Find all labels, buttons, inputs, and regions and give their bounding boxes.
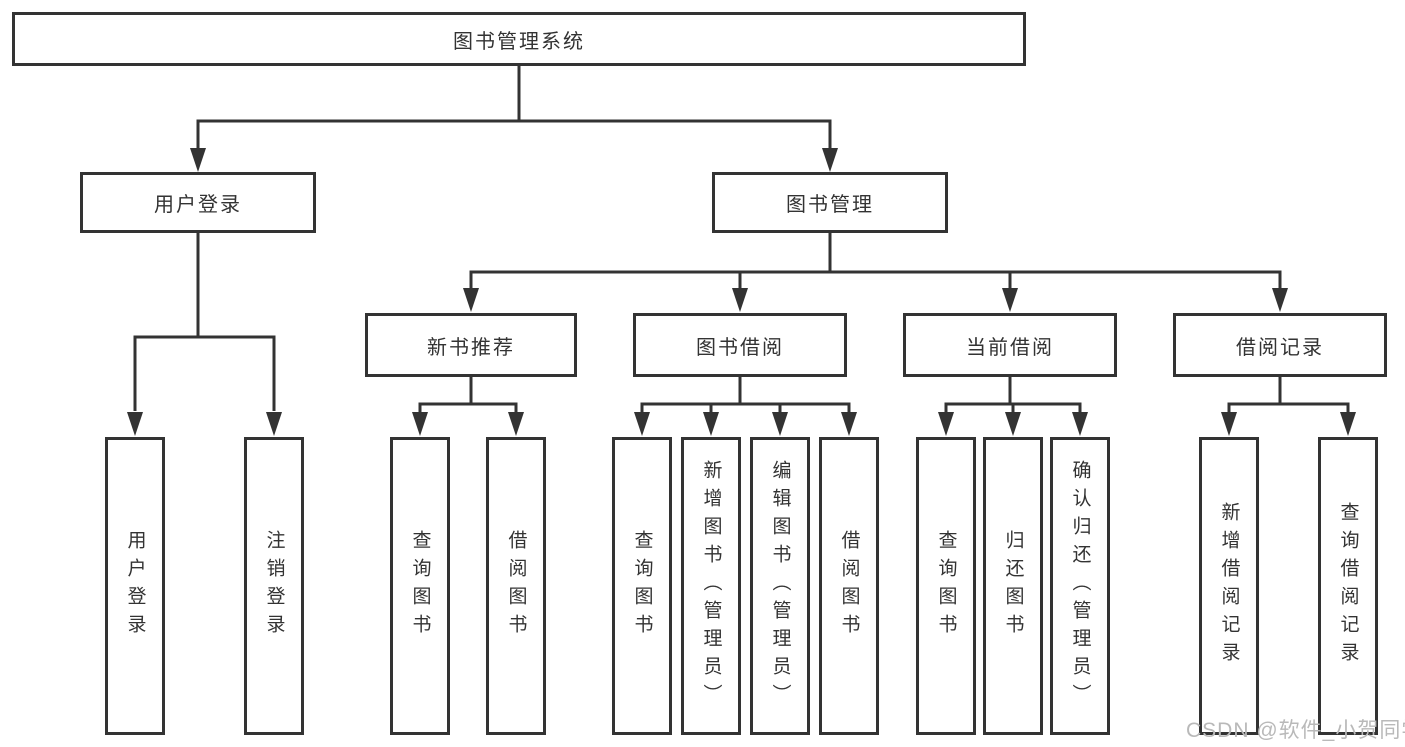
leaf-confirm-return-admin: 确认归还（管理员）	[1050, 437, 1110, 735]
arrow-down-icon	[266, 412, 282, 436]
node-root: 图书管理系统	[12, 12, 1026, 66]
arrow-down-icon	[190, 148, 206, 172]
arrow-down-icon	[841, 412, 857, 436]
arrow-down-icon	[1072, 412, 1088, 436]
leaf-query-book-borrow: 查询图书	[612, 437, 672, 735]
leaf-edit-book-admin: 编辑图书（管理员）	[750, 437, 810, 735]
leaf-borrow-book-recommend: 借阅图书	[486, 437, 546, 735]
connector-current-to-leaves	[944, 377, 1082, 414]
leaf-query-borrow-record: 查询借阅记录	[1318, 437, 1378, 735]
arrow-down-icon	[412, 412, 428, 436]
arrow-down-icon	[822, 148, 838, 172]
arrow-down-icon	[463, 288, 479, 312]
node-current-borrow: 当前借阅	[903, 313, 1117, 377]
leaf-borrow-book: 借阅图书	[819, 437, 879, 735]
connector-root-to-level2	[196, 66, 832, 150]
arrow-down-icon	[938, 412, 954, 436]
node-new-book-recommend: 新书推荐	[365, 313, 577, 377]
node-borrow-records: 借阅记录	[1173, 313, 1387, 377]
leaf-user-login: 用户登录	[105, 437, 165, 735]
connector-bookmgmt-to-level3	[469, 233, 1282, 291]
leaf-query-book-current: 查询图书	[916, 437, 976, 735]
connector-userlogin-to-leaves	[133, 233, 276, 411]
arrow-down-icon	[634, 412, 650, 436]
arrow-down-icon	[732, 288, 748, 312]
leaf-query-book-recommend: 查询图书	[390, 437, 450, 735]
connector-borrow-to-leaves	[640, 377, 851, 414]
arrow-down-icon	[1002, 288, 1018, 312]
leaf-return-book: 归还图书	[983, 437, 1043, 735]
arrow-down-icon	[1221, 412, 1237, 436]
csdn-watermark: CSDN @软件_小贺同学	[1186, 719, 1405, 742]
arrow-down-icon	[1340, 412, 1356, 436]
arrow-down-icon	[703, 412, 719, 436]
arrowheads	[127, 148, 1356, 436]
node-book-borrow: 图书借阅	[633, 313, 847, 377]
node-book-management: 图书管理	[712, 172, 948, 233]
leaf-logout-login: 注销登录	[244, 437, 304, 735]
connector-recommend-to-leaves	[418, 377, 518, 414]
arrow-down-icon	[772, 412, 788, 436]
leaf-add-book-admin: 新增图书（管理员）	[681, 437, 741, 735]
connector-records-to-leaves	[1227, 377, 1350, 414]
arrow-down-icon	[508, 412, 524, 436]
node-user-login: 用户登录	[80, 172, 316, 233]
connector-lines	[133, 66, 1350, 414]
arrow-down-icon	[1272, 288, 1288, 312]
leaf-add-borrow-record: 新增借阅记录	[1199, 437, 1259, 735]
arrow-down-icon	[127, 412, 143, 436]
arrow-down-icon	[1005, 412, 1021, 436]
